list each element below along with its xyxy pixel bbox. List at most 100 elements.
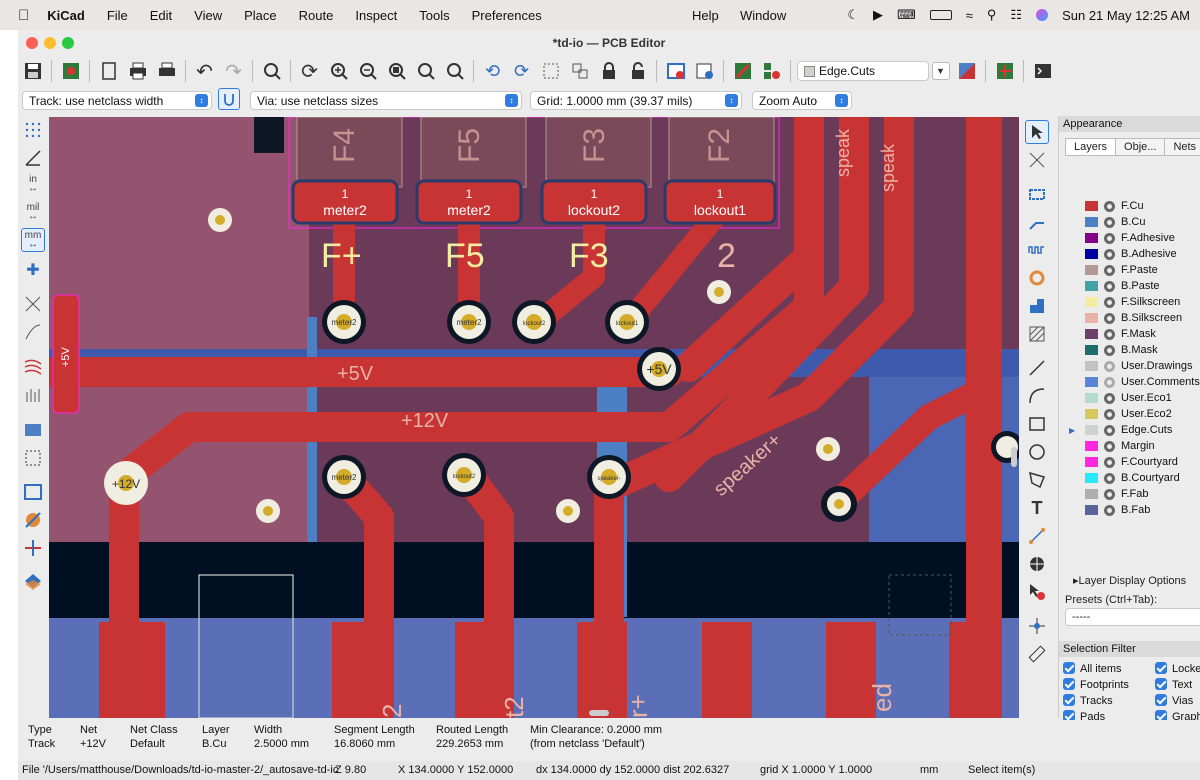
bottom-pads[interactable] bbox=[99, 622, 999, 718]
layer-row[interactable]: B.Cu bbox=[1085, 214, 1145, 230]
layer-color-swatch[interactable] bbox=[1085, 425, 1098, 435]
checkbox-checked-icon[interactable] bbox=[1155, 710, 1167, 722]
rotate-ccw-icon[interactable]: ⟲ bbox=[484, 60, 501, 81]
wifi-icon[interactable]: ≈ bbox=[965, 7, 973, 23]
grid-origin-icon[interactable] bbox=[1025, 614, 1049, 638]
layer-color-swatch[interactable] bbox=[1085, 329, 1098, 339]
vias[interactable] bbox=[104, 300, 1019, 522]
presets-select[interactable]: ----- bbox=[1065, 608, 1200, 626]
layers-icon[interactable] bbox=[21, 570, 45, 594]
draw-line-icon[interactable] bbox=[1025, 356, 1049, 380]
layer-row[interactable]: B.Silkscreen bbox=[1085, 310, 1182, 326]
layer-display-options[interactable]: ▸Layer Display Options bbox=[1073, 575, 1187, 587]
rotate-cw-icon[interactable]: ⟳ bbox=[513, 60, 530, 81]
eye-icon[interactable] bbox=[1104, 312, 1115, 324]
menu-help[interactable]: Help bbox=[692, 7, 719, 23]
layer-row[interactable]: F.Mask bbox=[1085, 326, 1156, 342]
layer-row[interactable]: F.Courtyard bbox=[1085, 454, 1178, 470]
checkbox-checked-icon[interactable] bbox=[1155, 678, 1167, 690]
high-contrast-icon[interactable] bbox=[21, 508, 45, 532]
find-icon[interactable] bbox=[260, 59, 284, 83]
selection-filter-item[interactable]: Footprints bbox=[1063, 678, 1129, 691]
via-display-icon[interactable] bbox=[21, 446, 45, 470]
search-icon[interactable]: ⚲ bbox=[986, 7, 997, 22]
update-pcb-icon[interactable] bbox=[760, 59, 784, 83]
eye-icon[interactable] bbox=[1104, 408, 1115, 420]
layer-color-swatch[interactable] bbox=[1085, 489, 1098, 499]
draw-rectangle-icon[interactable] bbox=[1025, 412, 1049, 436]
plot-icon[interactable] bbox=[155, 59, 179, 83]
ungroup-icon[interactable] bbox=[568, 59, 592, 83]
layer-row[interactable]: User.Eco2 bbox=[1085, 406, 1172, 422]
net-color-icon[interactable] bbox=[21, 536, 45, 560]
draw-polygon-icon[interactable] bbox=[1025, 468, 1049, 492]
layer-row[interactable]: B.Fab bbox=[1085, 502, 1150, 518]
apple-icon[interactable]:  bbox=[18, 7, 29, 24]
layer-color-swatch[interactable] bbox=[1085, 265, 1098, 275]
menu-tools[interactable]: Tools bbox=[408, 7, 449, 23]
menu-edit[interactable]: Edit bbox=[138, 7, 172, 23]
add-via-icon[interactable] bbox=[1025, 266, 1049, 290]
eye-icon[interactable] bbox=[1104, 296, 1115, 308]
layer-color-swatch[interactable] bbox=[1085, 409, 1098, 419]
auto-track-width-icon[interactable] bbox=[217, 88, 240, 110]
layer-row[interactable]: User.Drawings bbox=[1085, 358, 1193, 374]
add-footprint-icon[interactable] bbox=[1025, 182, 1049, 206]
selection-filter-item[interactable]: Tracks bbox=[1063, 694, 1113, 707]
layer-color-swatch[interactable] bbox=[1085, 297, 1098, 307]
layer-color-swatch[interactable] bbox=[1085, 377, 1098, 387]
units-mil-button[interactable]: mil↔ bbox=[26, 202, 40, 222]
chevron-down-icon[interactable]: ▼ bbox=[931, 62, 950, 80]
layer-color-swatch[interactable] bbox=[1085, 313, 1098, 323]
pad-left-5v[interactable] bbox=[52, 294, 80, 414]
zoom-in-icon[interactable] bbox=[327, 59, 351, 83]
zone-outline-icon[interactable] bbox=[21, 382, 45, 406]
track-width-select[interactable]: Track: use netclass width↕ bbox=[22, 91, 212, 110]
eye-icon[interactable] bbox=[1104, 472, 1115, 484]
eye-icon[interactable] bbox=[1104, 344, 1115, 356]
footprint-editor-icon[interactable] bbox=[731, 59, 755, 83]
siri-icon[interactable] bbox=[1036, 9, 1049, 21]
eye-off-icon[interactable] bbox=[1104, 360, 1115, 372]
menu-route[interactable]: Route bbox=[287, 7, 334, 23]
grid-icon[interactable] bbox=[21, 118, 45, 142]
layer-row[interactable]: F.Cu bbox=[1085, 198, 1144, 214]
layer-row[interactable]: B.Paste bbox=[1085, 278, 1160, 294]
menu-preferences[interactable]: Preferences bbox=[460, 7, 542, 23]
polar-coords-icon[interactable] bbox=[21, 146, 45, 170]
layer-color-swatch[interactable] bbox=[1085, 361, 1098, 371]
eye-icon[interactable] bbox=[1104, 392, 1115, 404]
page-settings-icon[interactable] bbox=[97, 59, 121, 83]
checkbox-checked-icon[interactable] bbox=[1155, 662, 1167, 674]
group-icon[interactable] bbox=[539, 59, 563, 83]
ratsnest-icon[interactable] bbox=[21, 292, 45, 316]
menu-inspect[interactable]: Inspect bbox=[344, 7, 397, 23]
layer-color-swatch[interactable] bbox=[1085, 345, 1098, 355]
eye-icon[interactable] bbox=[1104, 440, 1115, 452]
layer-row[interactable]: F.Silkscreen bbox=[1085, 294, 1180, 310]
tune-length-icon[interactable] bbox=[1025, 238, 1049, 262]
highlight-net-icon[interactable] bbox=[1025, 148, 1049, 172]
add-target-icon[interactable] bbox=[1025, 552, 1049, 576]
layer-color-swatch[interactable] bbox=[1085, 281, 1098, 291]
eye-icon[interactable] bbox=[1104, 456, 1115, 468]
layer-color-swatch[interactable] bbox=[1085, 473, 1098, 483]
pad-display-icon[interactable] bbox=[21, 416, 45, 440]
layer-color-swatch[interactable] bbox=[1085, 217, 1098, 227]
menu-app[interactable]: KiCad bbox=[36, 7, 85, 23]
vertical-scrollbar[interactable] bbox=[1011, 447, 1017, 467]
layer-row[interactable]: User.Eco1 bbox=[1085, 390, 1172, 406]
eye-icon[interactable] bbox=[1104, 424, 1115, 436]
eye-icon[interactable] bbox=[1104, 200, 1115, 212]
zoom-select[interactable]: Zoom Auto↕ bbox=[752, 91, 852, 110]
checkbox-checked-icon[interactable] bbox=[1155, 694, 1167, 706]
eye-icon[interactable] bbox=[1104, 328, 1115, 340]
menu-file[interactable]: File bbox=[95, 7, 128, 23]
selection-filter-item[interactable]: Text bbox=[1155, 678, 1192, 691]
layer-row[interactable]: B.Mask bbox=[1085, 342, 1158, 358]
draw-arc-icon[interactable] bbox=[1025, 384, 1049, 408]
horizontal-scrollbar[interactable] bbox=[589, 710, 609, 716]
layer-row[interactable]: F.Adhesive bbox=[1085, 230, 1175, 246]
select-arrow-icon[interactable] bbox=[1025, 120, 1049, 144]
selection-filter-item[interactable]: All items bbox=[1063, 662, 1122, 675]
